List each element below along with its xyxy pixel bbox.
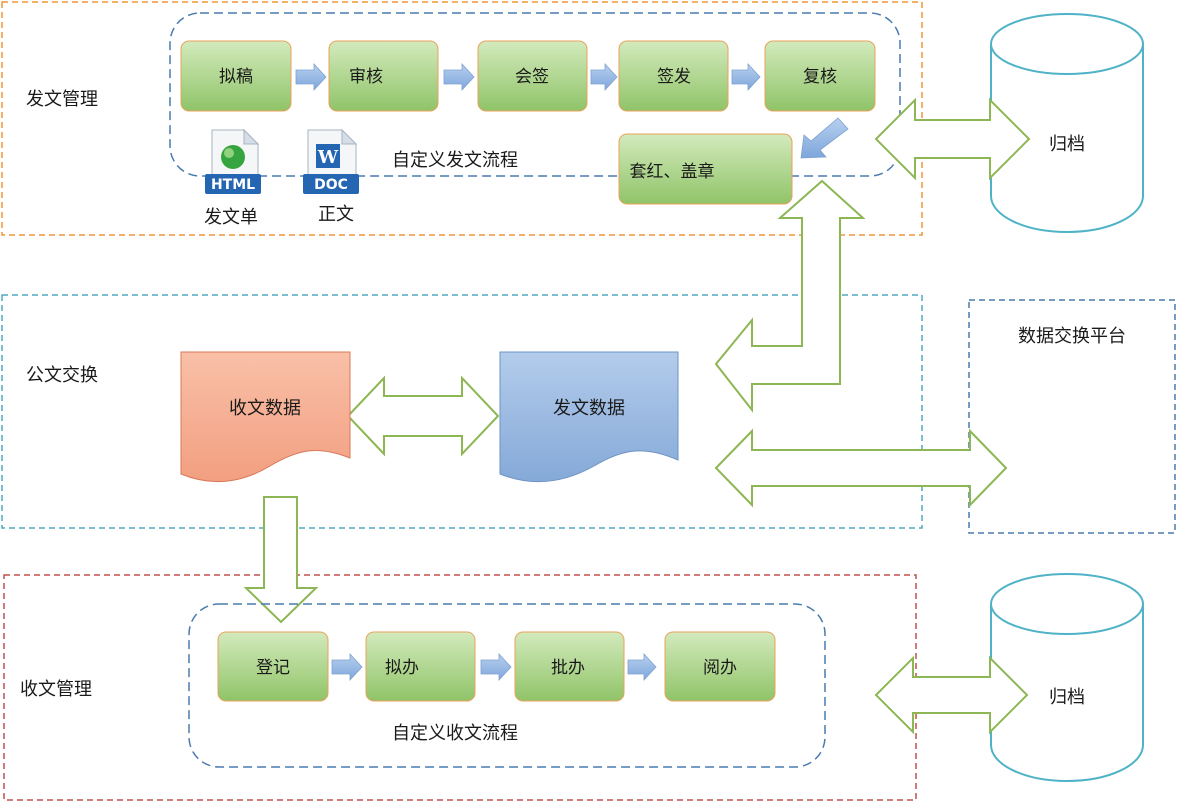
svg-text:复核: 复核	[803, 67, 837, 87]
svg-text:DOC: DOC	[314, 177, 348, 193]
doc-file-label: 正文	[318, 204, 354, 225]
sent-data-document[interactable]: 发文数据	[499, 351, 679, 482]
svg-text:拟办: 拟办	[385, 658, 419, 678]
receive-step-propose[interactable]: 拟办	[365, 631, 476, 702]
send-step-draft[interactable]: 拟稿	[180, 40, 292, 112]
double-arrow-icon	[346, 375, 500, 457]
svg-text:拟稿: 拟稿	[219, 67, 253, 87]
bent-double-arrow-icon	[714, 179, 866, 413]
custom-send-flow-label: 自定义发文流程	[392, 150, 518, 171]
svg-text:HTML: HTML	[211, 177, 255, 193]
receive-step-approve[interactable]: 批办	[514, 631, 625, 702]
svg-text:归档: 归档	[1049, 134, 1085, 155]
html-file-icon[interactable]: HTML	[205, 128, 261, 194]
send-flow-arrows	[295, 62, 849, 159]
arrow-right-icon	[731, 62, 761, 92]
double-arrow-icon	[874, 97, 1031, 181]
arrow-right-icon	[590, 62, 618, 92]
svg-text:发文数据: 发文数据	[553, 398, 625, 419]
double-arrow-icon	[874, 655, 1029, 735]
arrow-right-icon	[331, 652, 363, 682]
arrow-down-icon	[243, 496, 319, 624]
svg-text:签发: 签发	[657, 67, 691, 87]
document-exchange-section	[1, 294, 923, 529]
custom-receive-flow-label: 自定义收文流程	[392, 723, 518, 744]
arrow-down-left-icon	[800, 117, 849, 159]
receive-flow-arrows	[331, 652, 657, 682]
svg-text:阅办: 阅办	[703, 658, 737, 678]
send-step-issue[interactable]: 签发	[618, 40, 729, 112]
send-management-section	[1, 1, 923, 236]
svg-text:会签: 会签	[515, 67, 549, 87]
send-management-title: 发文管理	[26, 89, 98, 110]
html-file-label: 发文单	[204, 207, 258, 228]
svg-text:套红、盖章: 套红、盖章	[630, 162, 715, 182]
receive-step-read[interactable]: 阅办	[664, 631, 776, 702]
document-exchange-title: 公文交换	[26, 365, 98, 386]
receive-step-register[interactable]: 登记	[217, 631, 329, 702]
archive-cylinder-top[interactable]: 归档	[990, 13, 1144, 233]
send-step-review[interactable]: 审核	[328, 40, 439, 112]
archive-cylinder-bottom[interactable]: 归档	[990, 573, 1144, 782]
doc-file-icon[interactable]: W DOC	[303, 128, 359, 194]
custom-receive-flow-container	[188, 603, 826, 768]
svg-text:审核: 审核	[349, 67, 383, 87]
arrow-right-icon	[627, 652, 657, 682]
receive-management-title: 收文管理	[20, 679, 92, 700]
data-exchange-platform-title: 数据交换平台	[1018, 326, 1126, 347]
arrow-right-icon	[443, 62, 475, 92]
received-data-document[interactable]: 收文数据	[180, 351, 351, 483]
send-step-seal[interactable]: 套红、盖章	[618, 133, 793, 205]
data-exchange-platform	[968, 299, 1176, 534]
double-arrow-icon	[714, 428, 1008, 508]
send-step-countersign[interactable]: 会签	[477, 40, 588, 112]
send-step-recheck[interactable]: 复核	[764, 40, 876, 112]
svg-text:批办: 批办	[551, 658, 585, 678]
svg-text:登记: 登记	[256, 658, 290, 678]
svg-text:收文数据: 收文数据	[229, 398, 301, 419]
svg-text:W: W	[317, 147, 339, 168]
arrow-right-icon	[480, 652, 512, 682]
svg-text:归档: 归档	[1049, 687, 1085, 708]
arrow-right-icon	[295, 62, 327, 92]
